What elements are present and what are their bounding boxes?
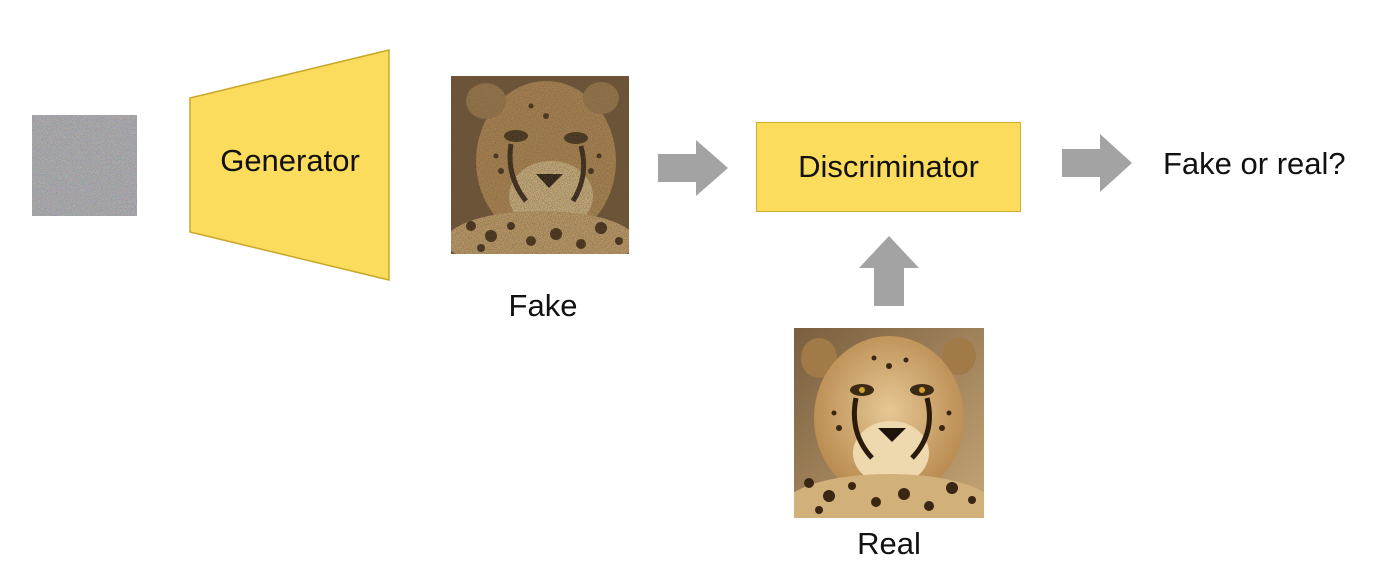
output-question-label: Fake or real? bbox=[1163, 146, 1346, 181]
discriminator-block: Discriminator bbox=[756, 122, 1021, 212]
generator-label: Generator bbox=[220, 143, 360, 178]
noise-input-image bbox=[32, 115, 137, 216]
fake-cheetah-image bbox=[451, 76, 629, 254]
arrow-right-icon bbox=[658, 140, 728, 196]
real-label: Real bbox=[857, 526, 921, 561]
discriminator-label: Discriminator bbox=[798, 149, 979, 184]
arrow-right-icon bbox=[1062, 134, 1132, 192]
fake-label: Fake bbox=[508, 288, 578, 323]
arrow-up-icon bbox=[859, 236, 919, 306]
generator-block bbox=[189, 49, 390, 281]
real-cheetah-image bbox=[794, 328, 984, 518]
